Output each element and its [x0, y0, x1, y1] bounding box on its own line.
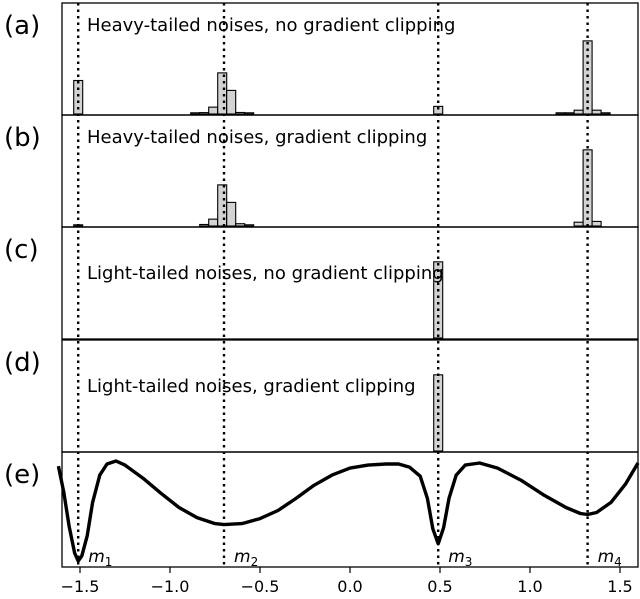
loss-curve — [56, 459, 640, 563]
panel-title: Heavy-tailed noises, gradient clipping — [87, 127, 427, 148]
panel-title: Heavy-tailed noises, no gradient clippin… — [87, 15, 455, 36]
x-tick-label: 0.5 — [427, 577, 452, 596]
histogram-bar — [433, 261, 444, 339]
minimum-label: m3 — [448, 547, 472, 569]
minimum-symbol: m — [598, 547, 615, 567]
x-tick-label: 0.0 — [337, 577, 362, 596]
x-tick-label: 1.0 — [517, 577, 542, 596]
panel-frame — [61, 226, 639, 340]
histogram-bar — [199, 223, 210, 227]
minimum-subscript: 3 — [465, 555, 473, 569]
panel-label: (d) — [4, 348, 41, 378]
panel-title: Light-tailed noises, gradient clipping — [87, 376, 416, 397]
x-tick-label: −1.5 — [61, 577, 100, 596]
histogram-bar — [190, 112, 201, 115]
x-tick-label: −0.5 — [241, 577, 280, 596]
panel-label: (b) — [4, 123, 41, 153]
minimum-subscript: 4 — [614, 555, 622, 569]
minimum-symbol: m — [88, 547, 105, 567]
minimum-subscript: 2 — [251, 555, 259, 569]
minimum-symbol: m — [234, 547, 251, 567]
histogram-panel-b: (b) Heavy-tailed noises, gradient clippin… — [4, 114, 639, 228]
histogram-bar — [226, 89, 237, 115]
panel-title: Light-tailed noises, no gradient clippin… — [87, 263, 444, 284]
x-tick-label: 1.5 — [607, 577, 632, 596]
minimum-label: m2 — [234, 547, 258, 569]
histogram-bar — [208, 218, 219, 227]
histogram-panels: (a) Heavy-tailed noises, no gradient clip… — [4, 2, 639, 453]
histogram-bar — [235, 111, 246, 115]
minimum-label: m4 — [598, 547, 622, 569]
panel-label: (c) — [4, 235, 39, 265]
histogram-bar — [564, 112, 575, 115]
histogram-bar — [600, 112, 611, 115]
histogram-bar — [582, 40, 593, 115]
minimum-label: m1 — [88, 547, 112, 569]
histogram-bar — [244, 112, 255, 115]
minimum-symbol: m — [448, 547, 465, 567]
histogram-bar — [244, 224, 255, 227]
histogram-bar — [199, 112, 210, 115]
histogram-bar — [573, 221, 584, 227]
histogram-bar — [591, 220, 602, 227]
histogram-bar — [226, 201, 237, 227]
histogram-panel-d: (d) Light-tailed noises, gradient clippin… — [4, 339, 639, 453]
histogram-bar — [217, 184, 228, 227]
histogram-bar — [235, 223, 246, 227]
panel-label: (a) — [4, 11, 40, 41]
histogram-bar — [591, 109, 602, 115]
x-tick-label: −1.0 — [151, 577, 190, 596]
panel-label: (e) — [4, 460, 40, 490]
histogram-bar — [573, 109, 584, 115]
histogram-bar — [208, 106, 219, 115]
minimum-subscript: 1 — [105, 555, 113, 569]
histogram-bar — [217, 72, 228, 115]
histogram-bar — [555, 112, 566, 115]
x-axis: −1.5 −1.0 −0.5 0.0 0.5 1.0 1.5 — [61, 567, 633, 596]
histogram-panel-c: (c) Light-tailed noises, no gradient clip… — [4, 226, 639, 340]
histogram-panel-a: (a) Heavy-tailed noises, no gradient clip… — [4, 2, 639, 116]
